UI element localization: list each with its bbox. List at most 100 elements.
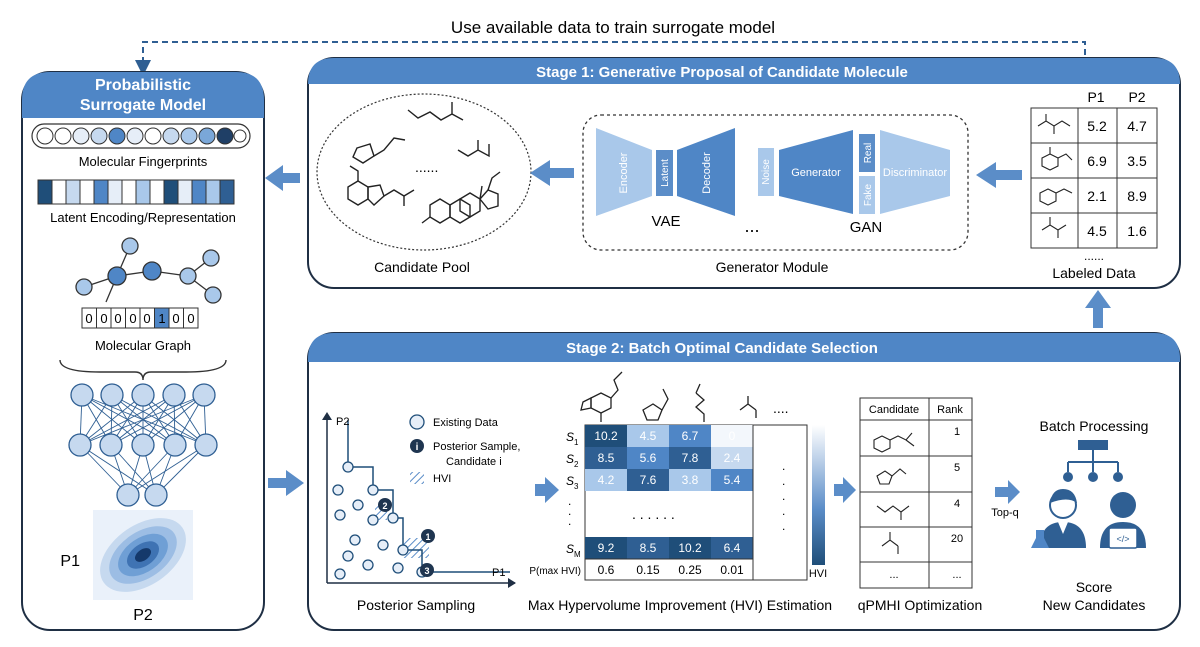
candidate-pool-label: Candidate Pool: [374, 259, 470, 275]
row-label-sub: 3: [574, 482, 579, 491]
generator-label: Generator: [791, 167, 841, 179]
molecular-graph: [75, 237, 222, 304]
nn-nodes: [68, 383, 218, 507]
arrow-top-q: [995, 480, 1020, 504]
graph-bit: 0: [100, 311, 107, 326]
labeled-ellipsis: ......: [1084, 249, 1104, 263]
labeled-cell: 3.5: [1127, 153, 1147, 169]
generator-block: [779, 130, 853, 214]
fake-block: [859, 176, 875, 214]
fingerprint-bits: [36, 127, 247, 145]
posterior-sample-label: 1: [425, 532, 430, 542]
hvi-dots-row: . . . . . .: [632, 506, 675, 522]
existing-data-points: [332, 461, 428, 580]
legend-posterior-line1: Posterior Sample,: [433, 441, 520, 453]
decoder-label: Decoder: [701, 152, 713, 194]
discriminator-label: Discriminator: [883, 167, 948, 179]
hvi-cell: 6.4: [724, 541, 741, 555]
pmax-cell: 0.15: [636, 563, 660, 577]
axis-p2-label: P2: [336, 416, 349, 428]
rank-header-candidate: Candidate: [869, 404, 919, 416]
labeled-molecules: [1037, 114, 1073, 238]
latent-label: Latent Encoding/Representation: [50, 210, 236, 225]
rank-ellipsis: ...: [952, 569, 961, 581]
legend-posterior-icon: i: [416, 442, 419, 453]
discriminator-block: [880, 130, 950, 214]
hvi-cell: 7.6: [640, 473, 657, 487]
posterior-samples: 2 1 3: [378, 498, 435, 577]
encoder-block: [596, 128, 652, 216]
rank-molecules: [873, 432, 915, 554]
hvi-matrix: 10.2 4.5 6.7 0 8.5 5.6 7.8 2.4 4.2 7.6 3…: [568, 424, 808, 581]
hierarchy-icon: [1063, 440, 1123, 482]
pmax-cell: 0.25: [678, 563, 702, 577]
row-label: S: [566, 430, 574, 444]
rank-header-rank: Rank: [937, 404, 963, 416]
real-label: Real: [863, 143, 874, 164]
hvi-col-ellipsis: ....: [773, 400, 789, 416]
rank-value: 1: [954, 426, 960, 438]
real-block: [859, 134, 875, 172]
graph-bit: 0: [187, 311, 194, 326]
scientist-icon: [1031, 489, 1086, 548]
legend-existing-label: Existing Data: [433, 417, 499, 429]
labeled-header-p1: P1: [1087, 89, 1104, 105]
arrow-to-rank: [834, 477, 856, 503]
candidate-pool: ......: [316, 93, 532, 251]
hvi-cell: 7.8: [682, 451, 699, 465]
hvi-colorbar-label: HVI: [809, 568, 827, 580]
labeled-data-table: P1 P2 5.2 4.7 6.9 3.5 2.1 8.9 4.5 1.6 ..…: [1030, 89, 1158, 263]
rank-value: 20: [951, 533, 963, 545]
legend-hvi-label: HVI: [433, 473, 451, 485]
hvi-cell: 8.5: [640, 541, 657, 555]
graph-bit: 0: [172, 311, 179, 326]
hvi-dots-col: .: [782, 489, 785, 503]
hvi-dots-col: .: [568, 504, 571, 518]
labeled-cell: 8.9: [1127, 188, 1147, 204]
hvi-row-labels: S 1 S 2 S 3 S M: [566, 430, 581, 559]
noise-block: [758, 148, 774, 196]
hvi-cell: 10.2: [594, 429, 618, 443]
stage1-title: Stage 1: Generative Proposal of Candidat…: [536, 64, 908, 81]
score-line2: New Candidates: [1043, 597, 1146, 613]
hvi-cell: 9.2: [598, 541, 615, 555]
hvi-dots-col: .: [782, 474, 785, 488]
surrogate-title-line2: Surrogate Model: [80, 97, 206, 114]
hvi-cell: 2.4: [724, 451, 741, 465]
labeled-cell: 5.2: [1087, 118, 1107, 134]
arrow-to-hvi: [535, 477, 559, 503]
graph-bit: 1: [158, 311, 165, 326]
hvi-dots-col: .: [568, 514, 571, 528]
surrogate-panel: Probabilistic Surrogate Model Molecular …: [21, 71, 265, 631]
axis-p1-label: P1: [492, 567, 505, 579]
legend-hvi-marker: [410, 472, 424, 484]
hvi-colorbar: [812, 425, 825, 565]
curly-brace: [59, 359, 227, 381]
hvi-dots-col: .: [782, 459, 785, 473]
fingerprints-label: Molecular Fingerprints: [79, 154, 208, 169]
hvi-cell: 6.7: [682, 429, 699, 443]
legend-existing-marker: [409, 414, 425, 430]
rank-value: 5: [954, 462, 960, 474]
row-label: S: [566, 542, 574, 556]
arrow-to-surrogate: [265, 165, 300, 191]
pool-molecules: [347, 102, 501, 224]
pmax-cell: 0.6: [598, 563, 615, 577]
posterior-sample-label: 3: [424, 566, 429, 576]
feedback-arrow-label: Use available data to train surrogate mo…: [451, 18, 775, 37]
feedback-arrow: [135, 41, 1086, 95]
module-ellipsis: ...: [744, 216, 759, 236]
latent-encoding-bar: [37, 179, 235, 205]
gaussian-p1-label: P1: [60, 553, 80, 570]
batch-processing-label: Batch Processing: [1040, 418, 1149, 434]
labeled-cell: 2.1: [1087, 188, 1107, 204]
graph-label: Molecular Graph: [95, 338, 191, 353]
fake-label: Fake: [863, 183, 874, 206]
noise-label: Noise: [761, 159, 772, 185]
labeled-data-label: Labeled Data: [1052, 265, 1136, 281]
gan-label: GAN: [850, 219, 883, 236]
rank-ellipsis: ...: [889, 569, 898, 581]
code-icon: </>: [1116, 534, 1129, 544]
arrow-to-generator: [976, 162, 1022, 188]
